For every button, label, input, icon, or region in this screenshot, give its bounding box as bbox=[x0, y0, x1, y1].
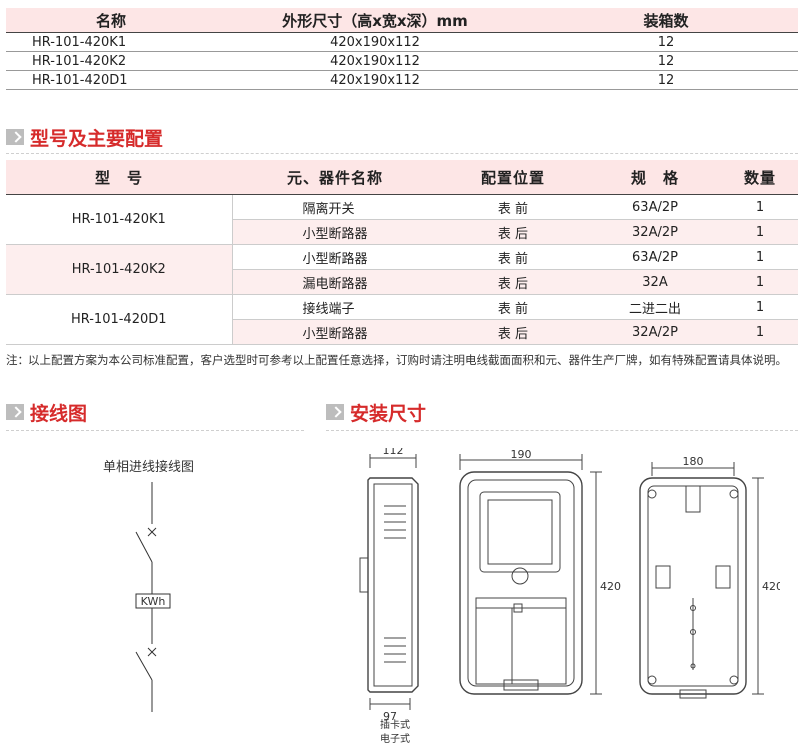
part-cell: 小型断路器 bbox=[232, 319, 438, 345]
kwh-meter-box bbox=[135, 593, 171, 609]
position-cell: 表 后 bbox=[438, 269, 588, 295]
config-section-title-text: 型号及主要配置 bbox=[30, 127, 164, 150]
header-size: 外形尺寸（高x宽x深）mm bbox=[216, 8, 534, 33]
header-name: 名称 bbox=[6, 8, 216, 33]
note-label: 注： bbox=[6, 353, 29, 367]
side-depth-value: 112 bbox=[383, 448, 404, 457]
header-position: 配置位置 bbox=[438, 160, 588, 195]
model-cell: HR-101-420K1 bbox=[6, 32, 216, 52]
meter-window bbox=[479, 491, 561, 573]
part-cell: 漏电断路器 bbox=[232, 269, 438, 295]
part-cell: 接线端子 bbox=[232, 294, 438, 320]
section-arrow-icon bbox=[6, 404, 24, 420]
table-row: HR-101-420K1 420x190x112 12 bbox=[6, 32, 798, 52]
spec-cell: 63A/2P bbox=[588, 244, 722, 270]
spec-cell: 二进二出 bbox=[588, 294, 722, 320]
qty-cell: 1 bbox=[722, 244, 798, 270]
spec-cell: 32A bbox=[588, 269, 722, 295]
table-row: 小型断路器 表 后 32A/2P 1 bbox=[6, 219, 798, 245]
size-cell: 420x190x112 bbox=[216, 51, 534, 71]
wiring-diagram-title: 单相进线接线图 bbox=[103, 460, 195, 475]
table-row: 小型断路器 表 后 32A/2P 1 bbox=[6, 319, 798, 345]
model-cell: HR-101-420D1 bbox=[6, 294, 233, 345]
header-part: 元、器件名称 bbox=[232, 160, 438, 195]
position-cell: 表 前 bbox=[438, 294, 588, 320]
spec-cell: 32A/2P bbox=[588, 319, 722, 345]
install-section-title-text: 安装尺寸 bbox=[350, 402, 427, 425]
kwh-meter-label: KWh bbox=[141, 595, 166, 608]
model-cell: HR-101-420D1 bbox=[6, 70, 216, 90]
part-cell: 小型断路器 bbox=[232, 219, 438, 245]
spec-cell: 32A/2P bbox=[588, 219, 722, 245]
config-note: 注： 以上配置方案为本公司标准配置，客户选型时可参考以上配置任意选择，订购时请注… bbox=[6, 352, 796, 368]
pack-cell: 12 bbox=[534, 70, 798, 90]
spec-cell: 63A/2P bbox=[588, 194, 722, 220]
qty-cell: 1 bbox=[722, 294, 798, 320]
table-row: HR-101-420D1 420x190x112 12 bbox=[6, 70, 798, 90]
side-view bbox=[367, 477, 419, 693]
note-text: 以上配置方案为本公司标准配置，客户选型时可参考以上配置任意选择，订购时请注明电线… bbox=[28, 353, 787, 367]
table-row: HR-101-420K2 小型断路器 表 前 63A/2P 1 bbox=[6, 244, 798, 295]
config-section-title: 型号及主要配置 bbox=[6, 125, 164, 150]
table-row: HR-101-420K2 420x190x112 12 bbox=[6, 51, 798, 71]
size-cell: 420x190x112 bbox=[216, 32, 534, 52]
config-table: 型 号 元、器件名称 配置位置 规 格 数量 HR-101-420K1 隔离开关… bbox=[6, 160, 798, 345]
vent-slots bbox=[384, 505, 406, 663]
back-height-value: 420 bbox=[762, 580, 780, 593]
pack-cell: 12 bbox=[534, 51, 798, 71]
install-drawings: 112 97 190 420 180 420 插卡式 电子式 bbox=[359, 448, 780, 745]
pack-cell: 12 bbox=[534, 32, 798, 52]
side-bottom-value: 97 bbox=[383, 710, 397, 723]
position-cell: 表 后 bbox=[438, 219, 588, 245]
front-width-value: 190 bbox=[511, 448, 532, 461]
config-table-header: 型 号 元、器件名称 配置位置 规 格 数量 bbox=[6, 160, 798, 195]
dimensions-table: 名称 外形尺寸（高x宽x深）mm 装箱数 HR-101-420K1 420x19… bbox=[6, 8, 798, 90]
table-row: 漏电断路器 表 后 32A 1 bbox=[6, 269, 798, 295]
qty-cell: 1 bbox=[722, 269, 798, 295]
position-cell: 表 前 bbox=[438, 194, 588, 220]
dimensions-table-header: 名称 外形尺寸（高x宽x深）mm 装箱数 bbox=[6, 8, 798, 33]
position-cell: 表 后 bbox=[438, 319, 588, 345]
size-cell: 420x190x112 bbox=[216, 70, 534, 90]
header-spec: 规 格 bbox=[588, 160, 722, 195]
divider bbox=[326, 430, 798, 431]
wiring-diagram: KWh bbox=[135, 482, 171, 712]
model-cell: HR-101-420K2 bbox=[6, 244, 233, 295]
table-row: HR-101-420D1 接线端子 表 前 二进二出 1 bbox=[6, 294, 798, 345]
model-cell: HR-101-420K1 bbox=[6, 194, 233, 245]
front-height-value: 420 bbox=[600, 580, 621, 593]
section-arrow-icon bbox=[326, 404, 344, 420]
section-arrow-icon bbox=[6, 129, 24, 145]
model-cell: HR-101-420K2 bbox=[6, 51, 216, 71]
position-cell: 表 前 bbox=[438, 244, 588, 270]
caption-line2: 电子式 bbox=[380, 732, 410, 745]
back-width-value: 180 bbox=[683, 455, 704, 468]
viewing-circle bbox=[511, 567, 529, 585]
wiring-section-title: 接线图 bbox=[6, 400, 88, 425]
table-row: HR-101-420K1 隔离开关 表 前 63A/2P 1 bbox=[6, 194, 798, 245]
caption-line1: 插卡式 bbox=[380, 718, 410, 731]
qty-cell: 1 bbox=[722, 319, 798, 345]
part-cell: 小型断路器 bbox=[232, 244, 438, 270]
divider bbox=[6, 153, 798, 154]
divider bbox=[6, 430, 304, 431]
part-cell: 隔离开关 bbox=[232, 194, 438, 220]
header-pack: 装箱数 bbox=[534, 8, 798, 33]
install-section-title: 安装尺寸 bbox=[326, 400, 427, 425]
wiring-section-title-text: 接线图 bbox=[30, 402, 88, 425]
front-view bbox=[459, 471, 583, 695]
qty-cell: 1 bbox=[722, 194, 798, 220]
header-qty: 数量 bbox=[722, 160, 798, 195]
header-model: 型 号 bbox=[6, 160, 232, 195]
qty-cell: 1 bbox=[722, 219, 798, 245]
back-view bbox=[639, 477, 747, 695]
